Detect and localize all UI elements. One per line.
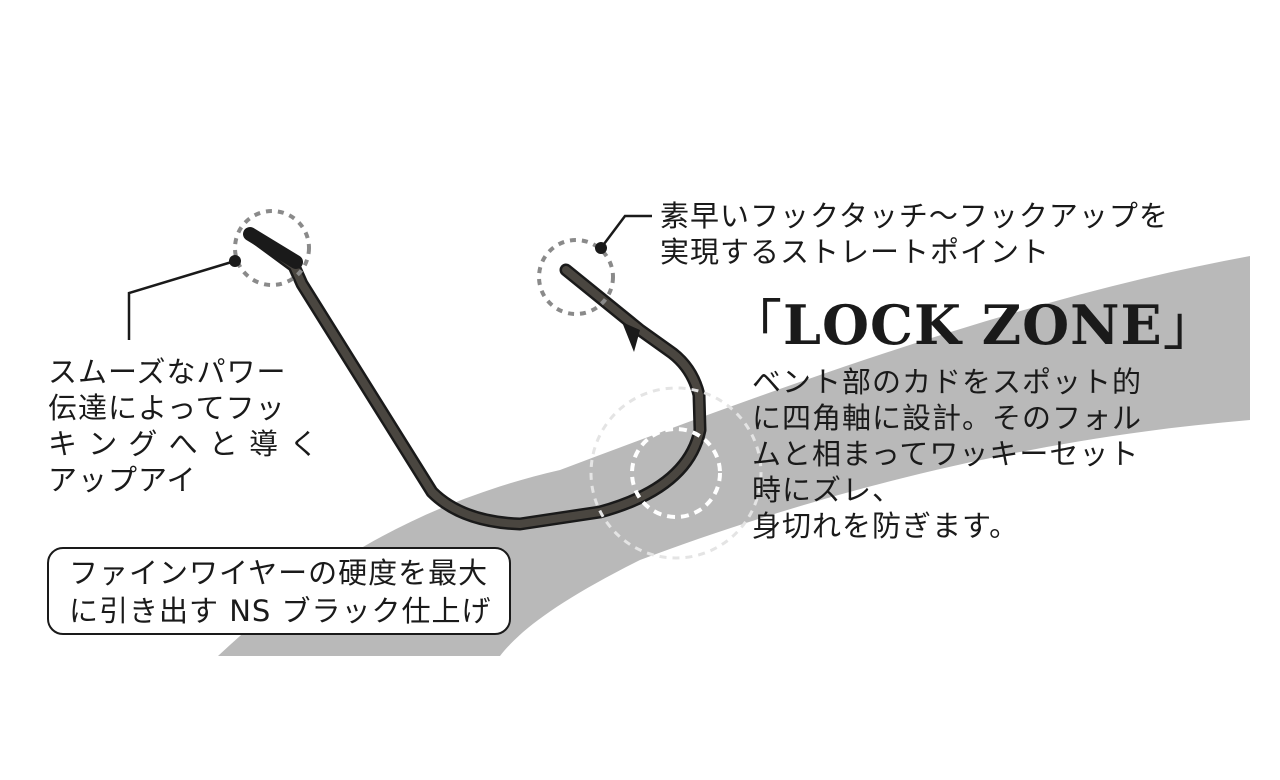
hook-barb xyxy=(622,322,640,352)
point-leader-line xyxy=(600,214,652,249)
lock-zone-line1: ベント部のカドをスポット的 xyxy=(752,365,1143,399)
eye-highlight-circle xyxy=(233,209,311,287)
up-eye-line1: スムーズなパワー xyxy=(48,355,287,389)
lock-zone-line4: 時にズレ、 xyxy=(752,473,903,507)
hook-eye xyxy=(243,227,303,269)
hook-shank-inner xyxy=(252,234,704,528)
up-eye-line4: アップアイ xyxy=(48,463,197,497)
point-leader-dot xyxy=(595,242,607,254)
straight-point-callout: 素早いフックタッチ〜フックアップを 実現するストレートポイント xyxy=(660,198,1169,270)
finish-callout-text: ファインワイヤーの硬度を最大 に引き出す NS ブラック仕上げ xyxy=(69,554,492,630)
finish-line1: ファインワイヤーの硬度を最大 xyxy=(69,556,489,590)
up-eye-line3: キ ン グ へ と 導 く xyxy=(48,427,320,461)
hook xyxy=(243,227,707,531)
lock-zone-line5: 身切れを防ぎます。 xyxy=(752,509,1020,543)
lock-zone-title-text: LOCK ZONE xyxy=(783,293,1163,357)
lock-zone-outer-circle xyxy=(589,386,763,560)
up-eye-line2: 伝達によってフッ xyxy=(48,391,286,425)
lock-zone-line2: に四角軸に設計。そのフォル xyxy=(752,401,1143,435)
bracket-close: 」 xyxy=(1162,294,1218,357)
straight-point-line1: 素早いフックタッチ〜フックアップを xyxy=(660,199,1169,233)
up-eye-callout: スムーズなパワー 伝達によってフッ キ ン グ へ と 導 く アップアイ xyxy=(48,354,319,498)
eye-leader-line xyxy=(127,259,236,340)
finish-callout-box: ファインワイヤーの硬度を最大 に引き出す NS ブラック仕上げ xyxy=(47,547,511,635)
lock-zone-description: ベント部のカドをスポット的 に四角軸に設計。そのフォル ムと相まってワッキーセッ… xyxy=(752,364,1142,544)
finish-line2: に引き出す NS ブラック仕上げ xyxy=(69,594,492,628)
lock-zone-title: 「LOCK ZONE」 xyxy=(728,294,1218,357)
point-highlight-circle xyxy=(537,238,615,316)
eye-leader-dot xyxy=(229,255,241,267)
straight-point-line2: 実現するストレートポイント xyxy=(660,235,1051,269)
lock-zone-line3: ムと相まってワッキーセット xyxy=(752,437,1140,471)
lock-zone-inner-circle xyxy=(630,427,722,519)
bracket-open: 「 xyxy=(728,294,783,357)
